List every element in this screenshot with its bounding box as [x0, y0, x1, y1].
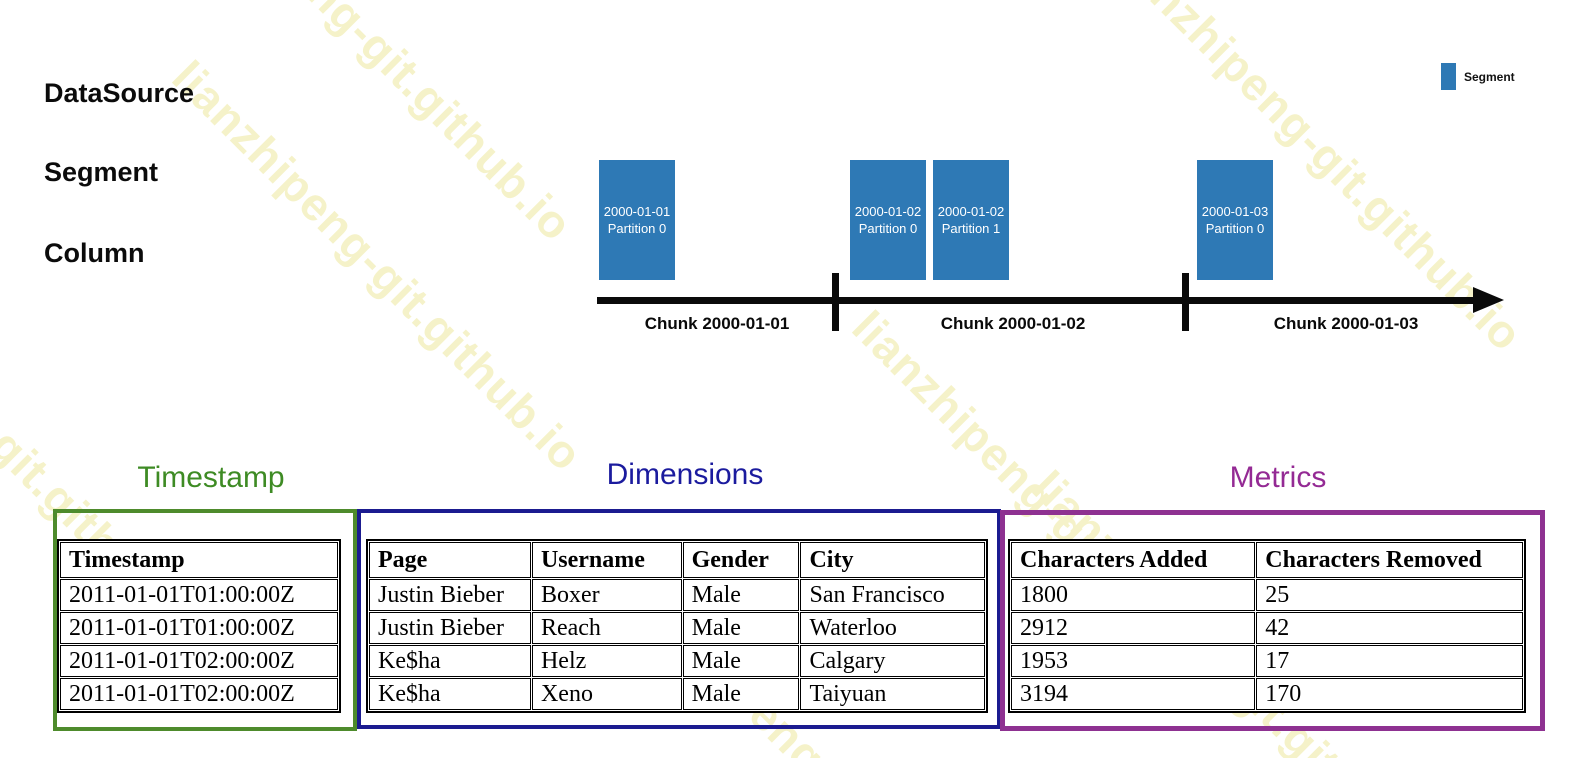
timeline-tick-2 — [1182, 273, 1189, 331]
timeline-tick-1 — [832, 273, 839, 331]
characters-removed-cell: 42 — [1256, 612, 1523, 644]
table-row: 2011-01-01T02:00:00Z — [60, 645, 338, 677]
segment-date: 2000-01-02 — [937, 204, 1005, 219]
label-datasource: DataSource — [44, 78, 195, 108]
city-cell: Waterloo — [800, 612, 985, 644]
section-label-dimensions: Dimensions — [606, 458, 764, 491]
characters-added-cell: 1953 — [1011, 645, 1256, 677]
metrics-table: Characters Added Characters Removed 1800… — [1008, 539, 1526, 713]
gender-cell: Male — [682, 645, 800, 677]
gender-cell: Male — [682, 678, 800, 710]
city-cell: San Francisco — [800, 579, 985, 611]
watermark-text: lianzhipeng-git.github.io — [1102, 0, 1533, 361]
table-row: 2011-01-01T02:00:00Z — [60, 678, 338, 710]
table-row: 2912 42 — [1011, 612, 1523, 644]
page-cell: Ke$ha — [369, 678, 531, 710]
column-header: City — [800, 542, 985, 578]
page-cell: Justin Bieber — [369, 612, 531, 644]
timestamp-cell: 2011-01-01T01:00:00Z — [60, 579, 338, 611]
characters-added-cell: 2912 — [1011, 612, 1256, 644]
label-segment: Segment — [44, 157, 159, 187]
table-row: Ke$ha Xeno Male Taiyuan — [369, 678, 985, 710]
segment-partition: Partition 0 — [1205, 221, 1265, 236]
segment-box-2000-01-02-p0: 2000-01-02 Partition 0 — [850, 160, 926, 280]
segment-partition: Partition 1 — [941, 221, 1001, 236]
segment-date: 2000-01-02 — [854, 204, 922, 219]
table-row: Justin Bieber Boxer Male San Francisco — [369, 579, 985, 611]
column-header: Username — [531, 542, 682, 578]
characters-removed-cell: 25 — [1256, 579, 1523, 611]
watermark-text: lianzhipeng-git.github.io — [162, 50, 593, 481]
legend-segment-swatch — [1441, 63, 1456, 90]
chunk-label-3: Chunk 2000-01-03 — [1273, 314, 1419, 333]
table-row: 2011-01-01T01:00:00Z — [60, 612, 338, 644]
chunk-label-2: Chunk 2000-01-02 — [940, 314, 1086, 333]
timestamp-cell: 2011-01-01T01:00:00Z — [60, 612, 338, 644]
segment-box-2000-01-02-p1: 2000-01-02 Partition 1 — [933, 160, 1009, 280]
timestamp-table: Timestamp 2011-01-01T01:00:00Z 2011-01-0… — [57, 539, 341, 713]
city-cell: Calgary — [800, 645, 985, 677]
characters-removed-cell: 170 — [1256, 678, 1523, 710]
table-row: 3194 170 — [1011, 678, 1523, 710]
table-row: 1953 17 — [1011, 645, 1523, 677]
column-header: Characters Added — [1011, 542, 1256, 578]
segment-partition: Partition 0 — [607, 221, 667, 236]
section-box-dimensions — [357, 509, 1001, 729]
table-row: 1800 25 — [1011, 579, 1523, 611]
username-cell: Reach — [531, 612, 682, 644]
characters-removed-cell: 17 — [1256, 645, 1523, 677]
table-row: 2011-01-01T01:00:00Z — [60, 579, 338, 611]
timestamp-cell: 2011-01-01T02:00:00Z — [60, 678, 338, 710]
characters-added-cell: 1800 — [1011, 579, 1256, 611]
segment-date: 2000-01-01 — [603, 204, 671, 219]
chunk-label-1: Chunk 2000-01-01 — [644, 314, 790, 333]
column-header: Page — [369, 542, 531, 578]
segment-box-2000-01-03-p0: 2000-01-03 Partition 0 — [1197, 160, 1273, 280]
legend-segment-label: Segment — [1464, 70, 1515, 84]
label-column: Column — [44, 238, 145, 268]
table-row: Justin Bieber Reach Male Waterloo — [369, 612, 985, 644]
column-header: Timestamp — [60, 542, 338, 578]
section-label-metrics: Metrics — [1229, 461, 1327, 494]
segment-date: 2000-01-03 — [1201, 204, 1269, 219]
section-box-metrics — [1000, 510, 1545, 731]
city-cell: Taiyuan — [800, 678, 985, 710]
page-cell: Ke$ha — [369, 645, 531, 677]
username-cell: Boxer — [531, 579, 682, 611]
column-header: Gender — [682, 542, 800, 578]
section-box-timestamp — [53, 509, 357, 731]
column-header: Characters Removed — [1256, 542, 1523, 578]
timeline-axis — [597, 297, 1478, 304]
username-cell: Xeno — [531, 678, 682, 710]
dimensions-table: Page Username Gender City Justin Bieber … — [366, 539, 988, 713]
timestamp-cell: 2011-01-01T02:00:00Z — [60, 645, 338, 677]
section-label-timestamp: Timestamp — [137, 461, 285, 494]
segment-partition: Partition 0 — [858, 221, 918, 236]
characters-added-cell: 3194 — [1011, 678, 1256, 710]
timeline-arrowhead-icon — [1473, 287, 1504, 313]
page-cell: Justin Bieber — [369, 579, 531, 611]
table-row: Ke$ha Helz Male Calgary — [369, 645, 985, 677]
gender-cell: Male — [682, 612, 800, 644]
segment-box-2000-01-01-p0: 2000-01-01 Partition 0 — [599, 160, 675, 280]
gender-cell: Male — [682, 579, 800, 611]
username-cell: Helz — [531, 645, 682, 677]
